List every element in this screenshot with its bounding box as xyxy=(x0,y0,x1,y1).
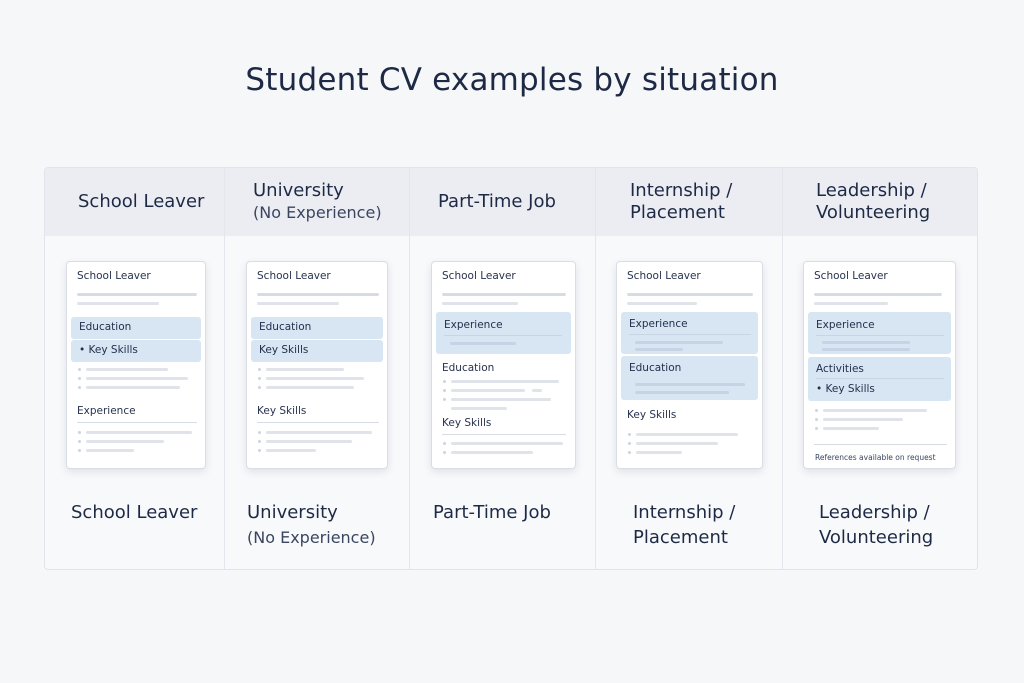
cv-title: School Leaver xyxy=(814,270,888,282)
cv-section-key-skills: Key Skills xyxy=(442,417,492,429)
column-header-title: School Leaver xyxy=(78,191,205,212)
cv-thumbnail[interactable]: School Leaver Experience Education Key S… xyxy=(431,261,576,469)
cv-section-activities: Activities • Key Skills xyxy=(808,357,951,401)
column-header-subtitle: (No Experience) xyxy=(253,203,382,222)
page-title: Student CV examples by situation xyxy=(245,62,779,98)
column-header: Internship / Placement xyxy=(596,168,782,236)
column-header-title: Internship / xyxy=(630,180,733,201)
cv-section-key-skills: Key Skills xyxy=(627,409,677,421)
cv-section-experience: Experience xyxy=(436,312,571,354)
cv-thumbnail[interactable]: School Leaver Experience Activities • Ke… xyxy=(803,261,956,469)
column-header-title: Leadership / xyxy=(816,180,927,201)
cv-section-education: Education xyxy=(621,356,758,400)
cv-section-experience: Experience xyxy=(808,312,951,354)
column-leadership-volunteering: Leadership / Volunteering School Leaver … xyxy=(783,168,977,569)
cv-section-key-skills: Key Skills xyxy=(251,340,383,362)
column-header-title: Part-Time Job xyxy=(438,191,556,212)
column-part-time-job: Part-Time Job School Leaver Experience E… xyxy=(410,168,596,569)
column-header-subtitle: Placement xyxy=(630,202,725,223)
column-footer: Internship / Placement xyxy=(633,502,736,548)
column-header-title: University xyxy=(253,180,344,201)
column-footer: School Leaver xyxy=(71,502,198,523)
column-footer: Part-Time Job xyxy=(433,502,551,523)
column-header: Leadership / Volunteering xyxy=(783,168,977,236)
column-footer: University (No Experience) xyxy=(247,502,376,547)
cv-section-experience: Experience xyxy=(77,405,136,417)
cv-title: School Leaver xyxy=(442,270,516,282)
column-header: University (No Experience) xyxy=(225,168,409,236)
cv-thumbnail[interactable]: School Leaver Experience Education Key S… xyxy=(616,261,763,469)
cv-comparison-table: School Leaver School Leaver Education • … xyxy=(44,167,978,570)
column-header-subtitle: Volunteering xyxy=(816,202,931,223)
column-header: Part-Time Job xyxy=(410,168,595,236)
cv-thumbnail[interactable]: School Leaver Education • Key Skills Exp… xyxy=(66,261,206,469)
cv-section-education: Education xyxy=(251,317,383,339)
column-header: School Leaver xyxy=(45,168,224,236)
cv-references-note: References available on request xyxy=(815,453,936,462)
cv-title: School Leaver xyxy=(257,270,331,282)
cv-section-experience: Experience xyxy=(621,312,758,354)
cv-section-education: Education xyxy=(442,362,495,374)
column-footer: Leadership / Volunteering xyxy=(819,502,934,548)
cv-section-key-skills: Key Skills xyxy=(257,405,307,417)
cv-title: School Leaver xyxy=(77,270,151,282)
cv-thumbnail[interactable]: School Leaver Education Key Skills Key S… xyxy=(246,261,388,469)
column-school-leaver: School Leaver School Leaver Education • … xyxy=(45,168,225,569)
column-university: University (No Experience) School Leaver… xyxy=(225,168,410,569)
column-internship-placement: Internship / Placement School Leaver Exp… xyxy=(596,168,783,569)
cv-section-key-skills: • Key Skills xyxy=(71,340,201,362)
cv-title: School Leaver xyxy=(627,270,701,282)
cv-section-education: Education xyxy=(71,317,201,339)
cv-section-key-skills: • Key Skills xyxy=(816,383,875,395)
